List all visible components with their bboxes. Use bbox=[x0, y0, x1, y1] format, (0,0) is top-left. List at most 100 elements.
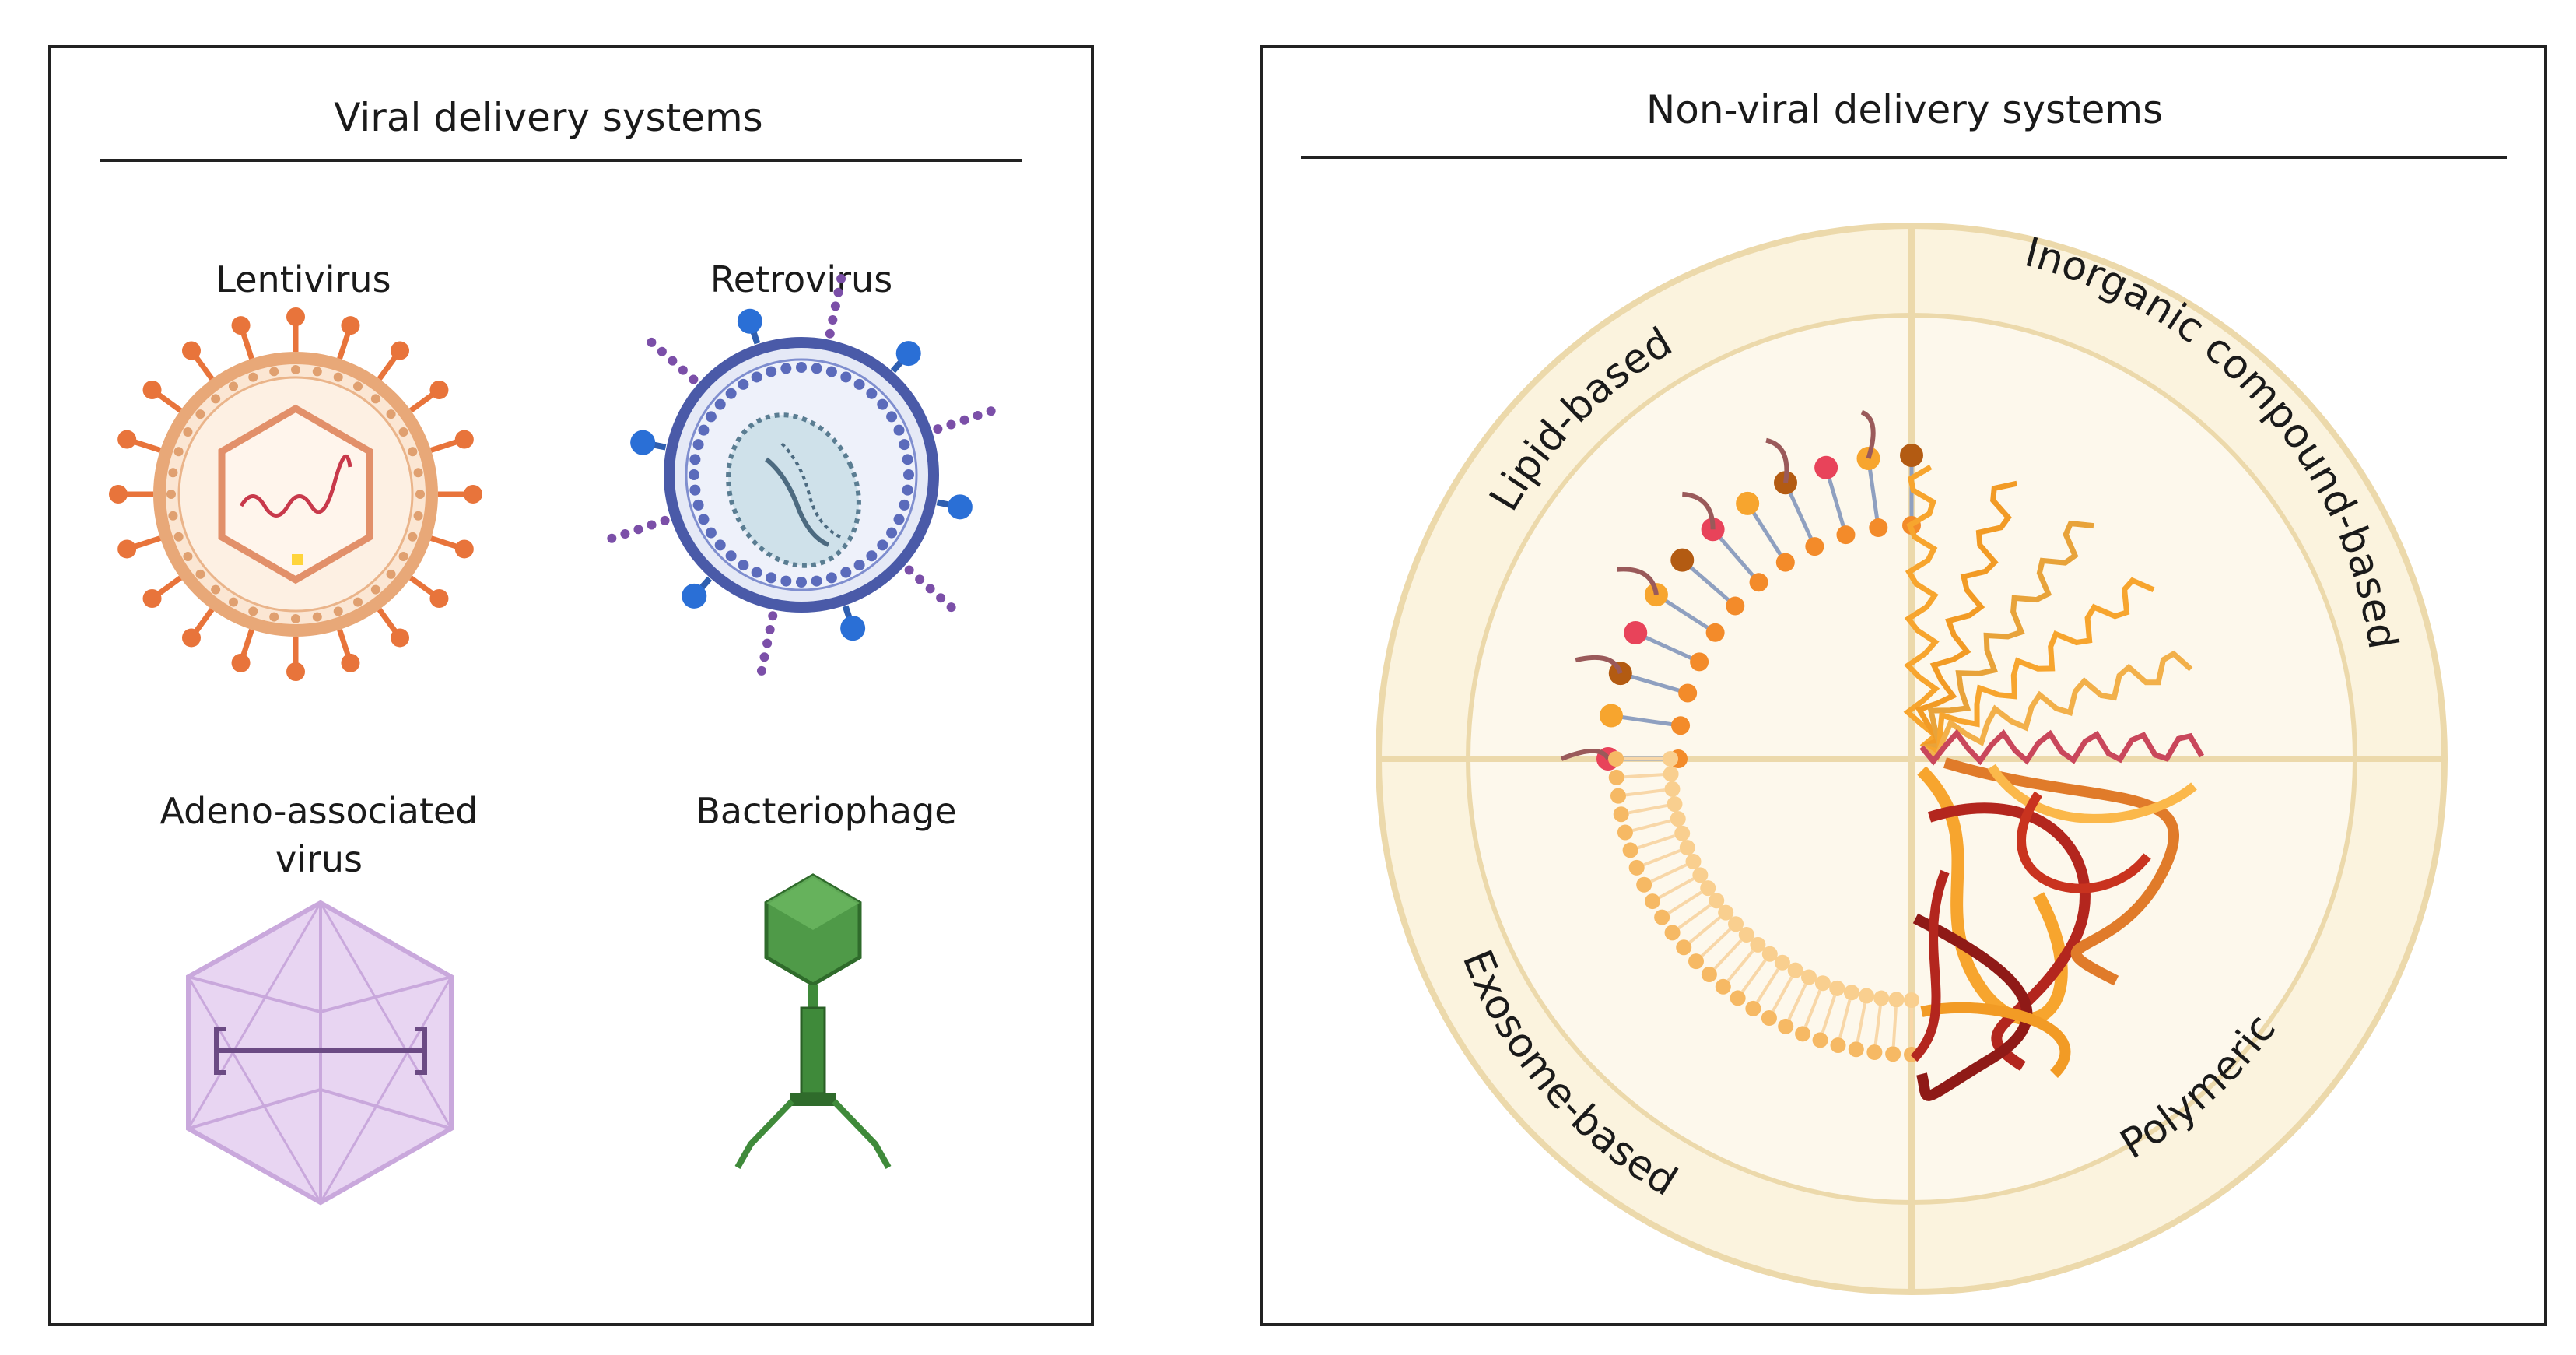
exosome-lipid-dot bbox=[1728, 916, 1744, 932]
exosome-tail bbox=[1628, 803, 1668, 815]
retrovirus-membrane-dot bbox=[766, 572, 777, 584]
retrovirus-membrane-dot bbox=[705, 527, 717, 539]
retrovirus-membrane-dot bbox=[725, 388, 737, 399]
retrovirus-label: Retrovirus bbox=[710, 258, 892, 300]
retrovirus-protein-bead bbox=[973, 411, 983, 421]
lipid-head-inner bbox=[1869, 518, 1888, 538]
retrovirus-protein-bead bbox=[607, 533, 617, 543]
retrovirus-membrane-dot bbox=[866, 550, 878, 562]
exosome-lipid-dot bbox=[1622, 842, 1638, 858]
retrovirus-membrane-dot bbox=[796, 577, 807, 588]
retrovirus-membrane-dot bbox=[877, 398, 888, 410]
exosome-lipid-dot bbox=[1685, 853, 1702, 869]
lentivirus-spike-tip bbox=[286, 662, 305, 681]
lentivirus-spike-tip bbox=[117, 430, 137, 449]
lentivirus-membrane-dot bbox=[211, 394, 221, 404]
lentivirus-membrane-dot bbox=[398, 427, 408, 437]
retrovirus-protein-bead bbox=[620, 528, 630, 539]
exosome-tail bbox=[1803, 989, 1822, 1027]
lentivirus-spike-tip bbox=[391, 341, 410, 360]
lipid-head-outer bbox=[1624, 620, 1648, 644]
retrovirus-protein-bead bbox=[765, 624, 775, 634]
exosome-tail bbox=[1787, 983, 1807, 1020]
lentivirus-membrane-dot bbox=[408, 447, 418, 457]
exosome-lipid-dot bbox=[1676, 939, 1692, 956]
lentivirus-membrane-dot bbox=[333, 372, 343, 382]
lentivirus-membrane-dot bbox=[291, 614, 300, 623]
lentivirus-membrane-dot bbox=[168, 511, 178, 521]
retrovirus-membrane-dot bbox=[738, 378, 749, 390]
lentivirus-membrane-dot bbox=[386, 569, 396, 579]
lentivirus-membrane-dot bbox=[248, 372, 258, 382]
exosome-lipid-dot bbox=[1745, 1000, 1761, 1016]
lentivirus-membrane-dot bbox=[248, 606, 258, 616]
aav-label-line2: virus bbox=[275, 838, 363, 880]
retrovirus-protein-bead bbox=[768, 611, 778, 621]
retrovirus-protein-bead bbox=[933, 424, 943, 434]
retrovirus-protein-bead bbox=[657, 346, 667, 356]
retrovirus-protein-bead bbox=[762, 638, 773, 648]
exosome-tail bbox=[1726, 950, 1754, 982]
lentivirus-membrane-dot bbox=[195, 569, 205, 579]
lentivirus-spike-tip bbox=[231, 316, 251, 335]
retrovirus-membrane-dot bbox=[825, 572, 837, 584]
bacteriophage-icon bbox=[734, 873, 892, 1169]
retrovirus-envelope-tip bbox=[682, 583, 707, 609]
exosome-tail bbox=[1677, 904, 1712, 930]
retrovirus-protein-bead bbox=[828, 315, 838, 325]
inorganic-strand bbox=[1915, 480, 2018, 750]
retrovirus-membrane-dot bbox=[825, 366, 837, 377]
lentivirus-spike-tip bbox=[181, 628, 201, 648]
peg-chain bbox=[1681, 491, 1716, 530]
retrovirus-protein-bead bbox=[936, 593, 946, 603]
lipid-tail bbox=[1655, 593, 1716, 634]
exosome-lipid-dot bbox=[1610, 788, 1626, 804]
lipid-head-outer bbox=[1670, 548, 1695, 572]
exosome-tail bbox=[1624, 773, 1663, 779]
exosome-arc-art bbox=[1608, 751, 1919, 1062]
retrovirus-membrane-dot bbox=[689, 469, 699, 480]
inorganic-strand bbox=[1903, 464, 1940, 749]
lipid-head-inner bbox=[1836, 525, 1856, 545]
exosome-lipid-dot bbox=[1628, 859, 1645, 876]
lentivirus-spike-tip bbox=[181, 341, 201, 360]
exosome-lipid-dot bbox=[1738, 926, 1754, 943]
retrovirus-membrane-dot bbox=[725, 550, 737, 562]
lentivirus-membrane-dot bbox=[312, 367, 322, 377]
retrovirus-protein-bead bbox=[833, 287, 843, 297]
peg-chain bbox=[1765, 437, 1789, 483]
inorganic-strands-art bbox=[1903, 464, 2205, 766]
lentivirus-membrane-dot bbox=[195, 409, 205, 419]
retrovirus-membrane-dot bbox=[902, 484, 913, 496]
lipid-head-outer bbox=[1599, 704, 1623, 728]
retrovirus-membrane-dot bbox=[853, 378, 865, 390]
lentivirus-spike-tip bbox=[341, 653, 360, 672]
retrovirus-membrane-dot bbox=[796, 362, 807, 373]
exosome-lipid-dot bbox=[1801, 969, 1817, 985]
retrovirus-membrane-dot bbox=[751, 371, 762, 383]
exosome-lipid-dot bbox=[1692, 867, 1709, 883]
exosome-lipid-dot bbox=[1718, 904, 1734, 921]
retrovirus-protein-bead bbox=[904, 565, 914, 575]
retrovirus-envelope-tip bbox=[947, 494, 973, 520]
exosome-lipid-dot bbox=[1664, 925, 1681, 941]
lipid-tail bbox=[1824, 467, 1848, 535]
retrovirus-membrane-dot bbox=[766, 366, 777, 377]
exosome-lipid-dot bbox=[1795, 1026, 1811, 1042]
exosome-lipid-dot bbox=[1885, 1046, 1901, 1062]
exosome-lipid-dot bbox=[1608, 751, 1624, 767]
exosome-tail bbox=[1625, 788, 1665, 797]
exosome-lipid-dot bbox=[1873, 990, 1890, 1006]
inorganic-strand bbox=[1920, 650, 2193, 761]
exosome-lipid-dot bbox=[1774, 954, 1790, 971]
retrovirus-membrane-dot bbox=[903, 469, 914, 480]
exosome-tail bbox=[1756, 968, 1780, 1003]
retrovirus-membrane-dot bbox=[698, 514, 710, 525]
retrovirus-protein-bead bbox=[925, 584, 935, 594]
lentivirus-membrane-dot bbox=[333, 606, 343, 616]
exosome-lipid-dot bbox=[1701, 967, 1717, 983]
lipid-head-outer bbox=[1736, 491, 1760, 515]
exosome-tail bbox=[1856, 1002, 1867, 1042]
exosome-lipid-dot bbox=[1904, 992, 1919, 1008]
lipid-head-inner bbox=[1678, 683, 1698, 703]
